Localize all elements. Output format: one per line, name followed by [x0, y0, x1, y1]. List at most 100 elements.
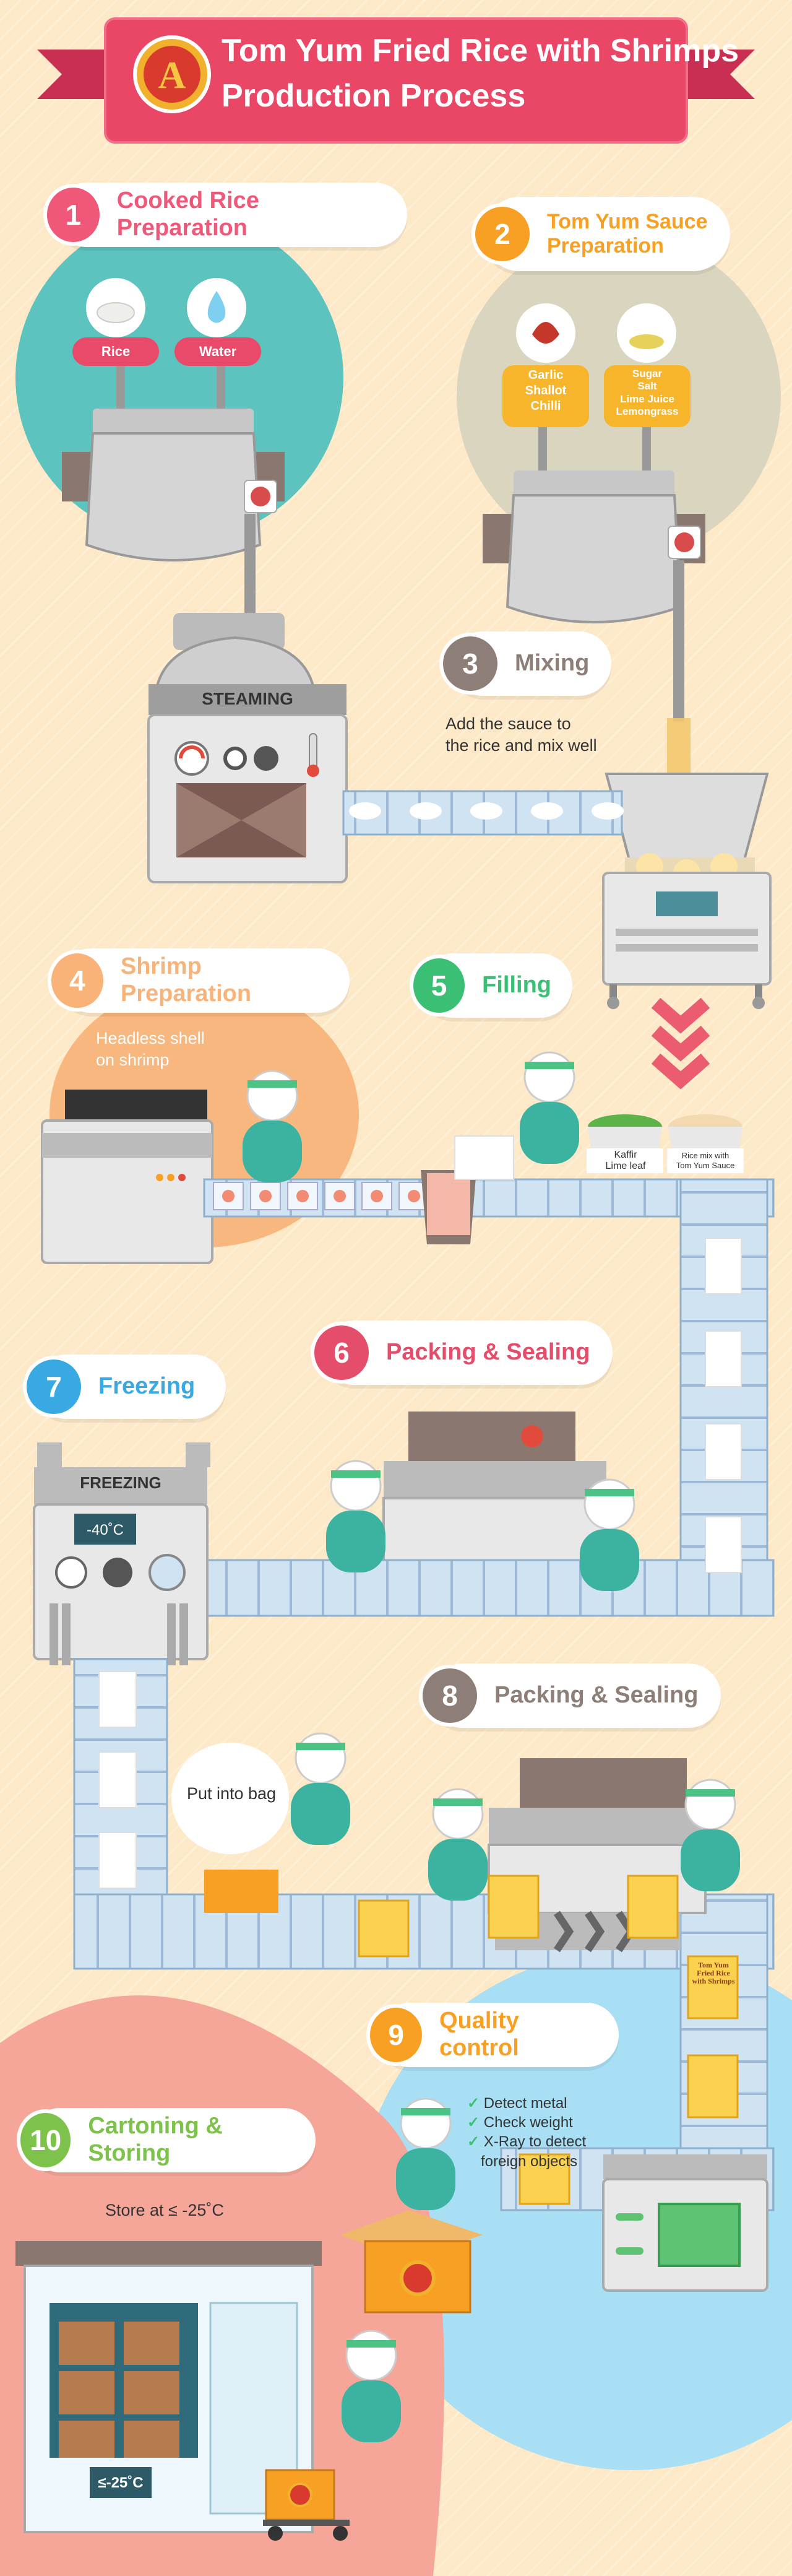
step-10-label: 10 Cartoning & Storing	[17, 2108, 316, 2172]
qc-check-2: ✓ Check weight	[467, 2113, 586, 2132]
step-6-number: 6	[311, 1322, 372, 1384]
step-6-title: Packing & Sealing	[386, 1339, 590, 1366]
step-2-title-line-1: Tom Yum Sauce	[547, 209, 708, 233]
mixer-machine	[602, 773, 772, 1009]
carton-box	[340, 2210, 483, 2314]
rice-mix-line-2: Tom Yum Sauce	[676, 1160, 735, 1170]
bagged-packages	[204, 1870, 739, 2205]
step-2-label: 2 Tom Yum Sauce Preparation	[471, 197, 730, 271]
step-7-label: 7 Freezing	[23, 1355, 226, 1419]
step-10-number: 10	[17, 2109, 75, 2171]
step-8-title: Packing & Sealing	[494, 1682, 699, 1709]
sauce-chilli: Chilli	[530, 399, 561, 413]
freezer-temp: -40˚C	[87, 1522, 124, 1538]
step-3-label: 3 Mixing	[439, 631, 611, 696]
step-2-number: 2	[471, 203, 533, 265]
check-icon: ✓	[467, 2095, 484, 2112]
rice-mix-line-1: Rice mix with	[681, 1151, 730, 1160]
mixing-note: Add the sauce to the rice and mix well	[446, 713, 597, 757]
worker-2	[520, 1051, 579, 1164]
packages-left	[98, 1671, 137, 1889]
title-line-2: Production Process	[222, 78, 526, 114]
mixing-note-line-1: Add the sauce to	[446, 714, 571, 733]
carton-on-trolley	[263, 2469, 350, 2541]
shrimp-machine	[41, 1090, 213, 1264]
logo-letter: A	[158, 54, 186, 97]
sauce-shallot: Shallot	[525, 384, 567, 397]
package-label: Tom Yum Fried Rice with Shrimps	[689, 1961, 738, 1986]
shrimp-trays	[213, 1182, 429, 1210]
worker-6	[428, 1788, 488, 1901]
tag-rice: Rice	[72, 337, 159, 366]
put-into-bag-note: Put into bag	[186, 1784, 277, 1803]
qc-checklist: ✓ Detect metal ✓ Check weight ✓ X-Ray to…	[467, 2094, 586, 2171]
step-3-title: Mixing	[515, 650, 590, 677]
check-icon: ✓	[467, 2133, 484, 2151]
step-4-label: 4 Shrimp Preparation	[48, 948, 350, 1013]
packages-right	[705, 1238, 742, 1573]
worker-1	[243, 1070, 302, 1182]
shrimp-note-line-1: Headless shell	[96, 1029, 205, 1047]
steaming-machine: STEAMING	[147, 613, 348, 883]
rice-portions	[349, 802, 624, 820]
conveyor-qc-vertical	[679, 1893, 768, 2162]
package-label-line-2: Fried Rice	[697, 1969, 730, 1978]
freezer-machine: FREEZING -40˚C	[33, 1442, 210, 1665]
kaffir-line-1: Kaffir	[614, 1150, 637, 1160]
step-5-number: 5	[410, 955, 469, 1017]
step-2-title-line-2: Preparation	[547, 234, 664, 258]
speech-bubble	[171, 1743, 289, 1854]
package-label-line-3: with Shrimps	[692, 1977, 735, 1986]
filling-bowls	[454, 1114, 744, 1180]
flow-arrows	[651, 997, 710, 1090]
worker-3	[326, 1460, 385, 1572]
shrimp-note: Headless shell on shrimp	[96, 1028, 205, 1071]
step-9-number: 9	[366, 2004, 426, 2066]
step-7-title: Freezing	[98, 1373, 196, 1400]
tag-water: Water	[174, 337, 261, 366]
step-9-title: Quality control	[439, 2008, 519, 2061]
kaffir-line-2: Lime leaf	[605, 1161, 646, 1172]
sauce-lemongrass: Lemongrass	[616, 405, 679, 418]
kaffir-label: Kaffir Lime leaf	[591, 1150, 660, 1173]
qc-check-2-text: Check weight	[483, 2114, 573, 2131]
step-10-title: Cartoning & Storing	[88, 2113, 223, 2166]
step-5-label: 5 Filling	[410, 953, 572, 1018]
conveyor-rice	[342, 790, 623, 836]
title-line-1: Tom Yum Fried Rice with Shrimps	[222, 33, 739, 69]
qc-check-4-text: foreign objects	[481, 2153, 578, 2170]
check-icon: ✓	[467, 2114, 484, 2131]
sauce-salt: Salt	[637, 380, 657, 392]
step-1-title: Cooked Rice Preparation	[116, 188, 259, 241]
step-4-number: 4	[48, 950, 107, 1012]
step-6-label: 6 Packing & Sealing	[311, 1321, 613, 1385]
step-9-label: 9 Quality control	[366, 2003, 619, 2067]
worker-4	[580, 1478, 639, 1591]
worker-8	[396, 2097, 455, 2210]
qc-check-1: ✓ Detect metal	[467, 2094, 586, 2113]
step-2-title: Tom Yum Sauce Preparation	[533, 210, 729, 258]
step-4-title: Shrimp Preparation	[120, 953, 252, 1007]
step-1-number: 1	[43, 184, 103, 246]
rice-cooker	[62, 278, 285, 669]
storage-note: Store at ≤ -25˚C	[105, 2201, 224, 2219]
steaming-label: STEAMING	[202, 689, 293, 708]
freezing-label: FREEZING	[80, 1473, 161, 1492]
tag-sauce-left: Garlic Shallot Chilli	[502, 365, 589, 427]
header-banner	[37, 17, 755, 144]
sauce-lime-juice: Lime Juice	[620, 392, 674, 405]
worker-5	[291, 1732, 350, 1845]
qc-check-3: ✓ X-Ray to detect	[467, 2132, 586, 2151]
cold-storage: ≤-25˚C	[15, 2241, 322, 2533]
rice-mix-label: Rice mix with Tom Yum Sauce	[669, 1151, 741, 1170]
qc-check-3-text: X-Ray to detect	[483, 2133, 587, 2151]
sauce-cooker	[483, 303, 705, 823]
step-1-label: 1 Cooked Rice Preparation	[43, 183, 407, 247]
shrimp-bin	[421, 1170, 476, 1244]
step-8-label: 8 Packing & Sealing	[419, 1663, 721, 1728]
qc-check-1-text: Detect metal	[483, 2095, 567, 2112]
step-7-number: 7	[23, 1356, 85, 1418]
step-5-title: Filling	[482, 972, 551, 999]
qc-check-4: foreign objects	[467, 2152, 586, 2171]
sauce-sugar: Sugar	[632, 368, 663, 379]
